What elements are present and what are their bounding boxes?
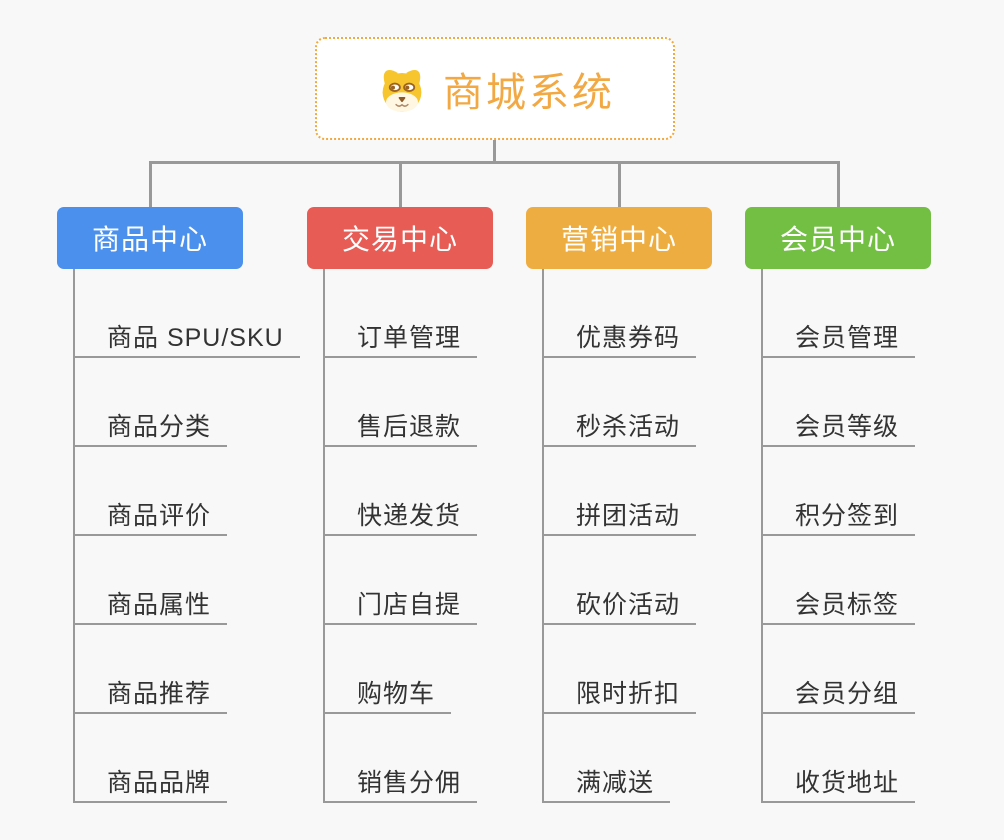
subtopic-shopping-cart[interactable]: 购物车 xyxy=(323,680,452,714)
subtopic-product-category[interactable]: 商品分类 xyxy=(73,413,228,447)
subtopic-shipping-address[interactable]: 收货地址 xyxy=(761,769,916,803)
subtopic-sales-commission[interactable]: 销售分佣 xyxy=(323,769,478,803)
branch-product-center: 商品中心 商品 SPU/SKU 商品分类 商品评价 商品属性 商品推荐 商品品牌 xyxy=(57,207,312,803)
subtopic-product-attribute[interactable]: 商品属性 xyxy=(73,591,228,625)
subtopic-points-checkin[interactable]: 积分签到 xyxy=(761,502,916,536)
subtopic-bargain-event[interactable]: 砍价活动 xyxy=(542,591,697,625)
branch-marketing-center: 营销中心 优惠券码 秒杀活动 拼团活动 砍价活动 限时折扣 满减送 xyxy=(526,207,781,803)
branch-topic-member-center[interactable]: 会员中心 xyxy=(745,207,931,269)
connector-drop-product xyxy=(149,161,152,207)
subtopic-spend-save[interactable]: 满减送 xyxy=(542,769,671,803)
root-topic-label: 商城系统 xyxy=(443,70,615,115)
branch-trunk-line xyxy=(323,269,325,802)
branch-member-center: 会员中心 会员管理 会员等级 积分签到 会员标签 会员分组 收货地址 xyxy=(745,207,1000,803)
connector-root-stub xyxy=(493,140,496,163)
subtopic-order-management[interactable]: 订单管理 xyxy=(323,324,478,358)
subtopic-product-recommend[interactable]: 商品推荐 xyxy=(73,680,228,714)
branch-topic-trade-center[interactable]: 交易中心 xyxy=(307,207,493,269)
connector-horizontal xyxy=(149,161,840,164)
subtopic-member-tag[interactable]: 会员标签 xyxy=(761,591,916,625)
subtopic-member-management[interactable]: 会员管理 xyxy=(761,324,916,358)
subtopic-product-brand[interactable]: 商品品牌 xyxy=(73,769,228,803)
connector-drop-member xyxy=(837,161,840,207)
subtopic-store-pickup[interactable]: 门店自提 xyxy=(323,591,478,625)
connector-drop-trade xyxy=(399,161,402,207)
subtopic-group-buying[interactable]: 拼团活动 xyxy=(542,502,697,536)
subtopic-limited-discount[interactable]: 限时折扣 xyxy=(542,680,697,714)
subtopic-flash-sale[interactable]: 秒杀活动 xyxy=(542,413,697,447)
branch-trunk-line xyxy=(73,269,75,802)
branch-topic-product-center[interactable]: 商品中心 xyxy=(57,207,243,269)
subtopic-coupon-code[interactable]: 优惠券码 xyxy=(542,324,697,358)
subtopic-aftersale-refund[interactable]: 售后退款 xyxy=(323,413,478,447)
branch-topic-marketing-center[interactable]: 营销中心 xyxy=(526,207,712,269)
subtopic-product-spu-sku[interactable]: 商品 SPU/SKU xyxy=(73,324,300,358)
branch-trunk-line xyxy=(542,269,544,802)
subtopic-member-group[interactable]: 会员分组 xyxy=(761,680,916,714)
dog-face-icon xyxy=(382,69,422,112)
branch-trade-center: 交易中心 订单管理 售后退款 快递发货 门店自提 购物车 销售分佣 xyxy=(307,207,562,803)
root-topic[interactable]: 商城系统 xyxy=(315,37,675,140)
branch-trunk-line xyxy=(761,269,763,802)
subtopic-product-review[interactable]: 商品评价 xyxy=(73,502,228,536)
subtopic-express-shipping[interactable]: 快递发货 xyxy=(323,502,478,536)
subtopic-member-level[interactable]: 会员等级 xyxy=(761,413,916,447)
connector-drop-marketing xyxy=(618,161,621,207)
